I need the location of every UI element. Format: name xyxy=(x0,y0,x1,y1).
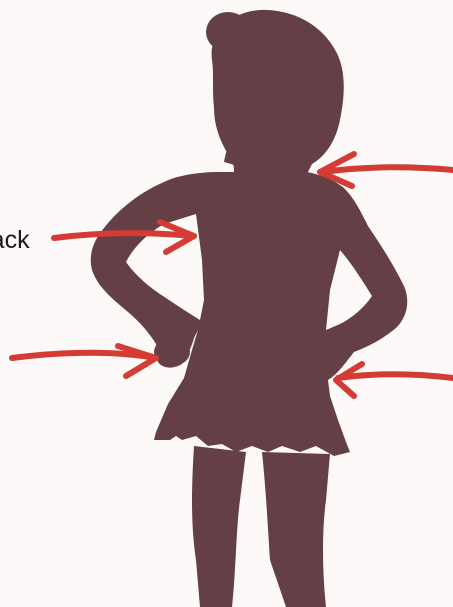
red-arrow-icon xyxy=(320,154,453,186)
body-area-label: Back xyxy=(0,228,30,253)
red-arrow-icon xyxy=(336,364,453,396)
child-silhouette-icon xyxy=(91,10,408,607)
red-arrow-icon xyxy=(12,346,156,376)
